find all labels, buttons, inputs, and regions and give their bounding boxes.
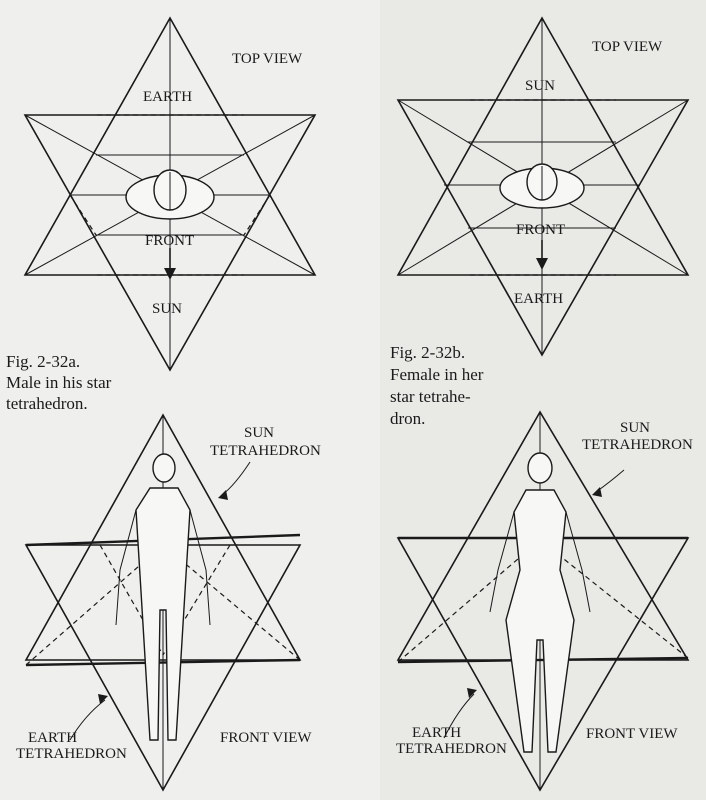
male-front-label: FRONT: [145, 233, 194, 249]
right-panel: [380, 0, 706, 800]
male-top-sun-label: SUN: [152, 301, 182, 317]
female-caption-line-3: star tetrahe-: [390, 387, 471, 406]
male-caption-line-2: Male in his star: [6, 373, 112, 392]
female-caption: Fig. 2-32b. Female in her star tetrahe- …: [390, 343, 484, 428]
female-top-earth-label: EARTH: [514, 291, 563, 307]
male-top-view-label: TOP VIEW: [232, 51, 303, 67]
male-top-body-icon: [125, 169, 215, 220]
female-caption-line-1: Fig. 2-32b.: [390, 343, 465, 362]
male-earth-tetrahedron-label-1: EARTH: [28, 730, 77, 746]
male-front-view-label: FRONT VIEW: [220, 730, 312, 746]
female-caption-line-4: dron.: [390, 409, 425, 428]
female-sun-tetrahedron-label-2: TETRAHEDRON: [582, 437, 693, 453]
male-top-view: TOP VIEW EARTH FRONT SUN: [23, 16, 317, 372]
female-top-body-icon: [499, 163, 585, 209]
male-front-view: SUN TETRAHEDRON EARTH TETRAHEDRON FRONT …: [16, 413, 321, 792]
female-earth-tetrahedron-label-2: TETRAHEDRON: [396, 741, 507, 757]
female-front-label: FRONT: [516, 222, 565, 238]
female-top-view-label: TOP VIEW: [592, 39, 663, 55]
male-earth-tetrahedron-label-2: TETRAHEDRON: [16, 746, 127, 762]
male-top-earth-label: EARTH: [143, 89, 192, 105]
male-sun-tetrahedron-label-1: SUN: [244, 425, 274, 441]
male-caption-line-1: Fig. 2-32a.: [6, 352, 80, 371]
female-earth-tetrahedron-label-1: EARTH: [412, 725, 461, 741]
female-sun-tetrahedron-label-1: SUN: [620, 420, 650, 436]
left-panel: [0, 0, 380, 800]
female-front-view: SUN TETRAHEDRON EARTH TETRAHEDRON FRONT …: [396, 410, 693, 792]
male-sun-tetrahedron-label-2: TETRAHEDRON: [210, 443, 321, 459]
male-figure: [115, 453, 211, 741]
female-figure: [489, 452, 591, 753]
female-front-view-label: FRONT VIEW: [586, 726, 678, 742]
female-caption-line-2: Female in her: [390, 365, 484, 384]
male-caption: Fig. 2-32a. Male in his star tetrahedron…: [6, 352, 112, 413]
female-top-view: TOP VIEW SUN FRONT EARTH: [396, 16, 690, 357]
female-top-sun-label: SUN: [525, 78, 555, 94]
male-caption-line-3: tetrahedron.: [6, 394, 88, 413]
